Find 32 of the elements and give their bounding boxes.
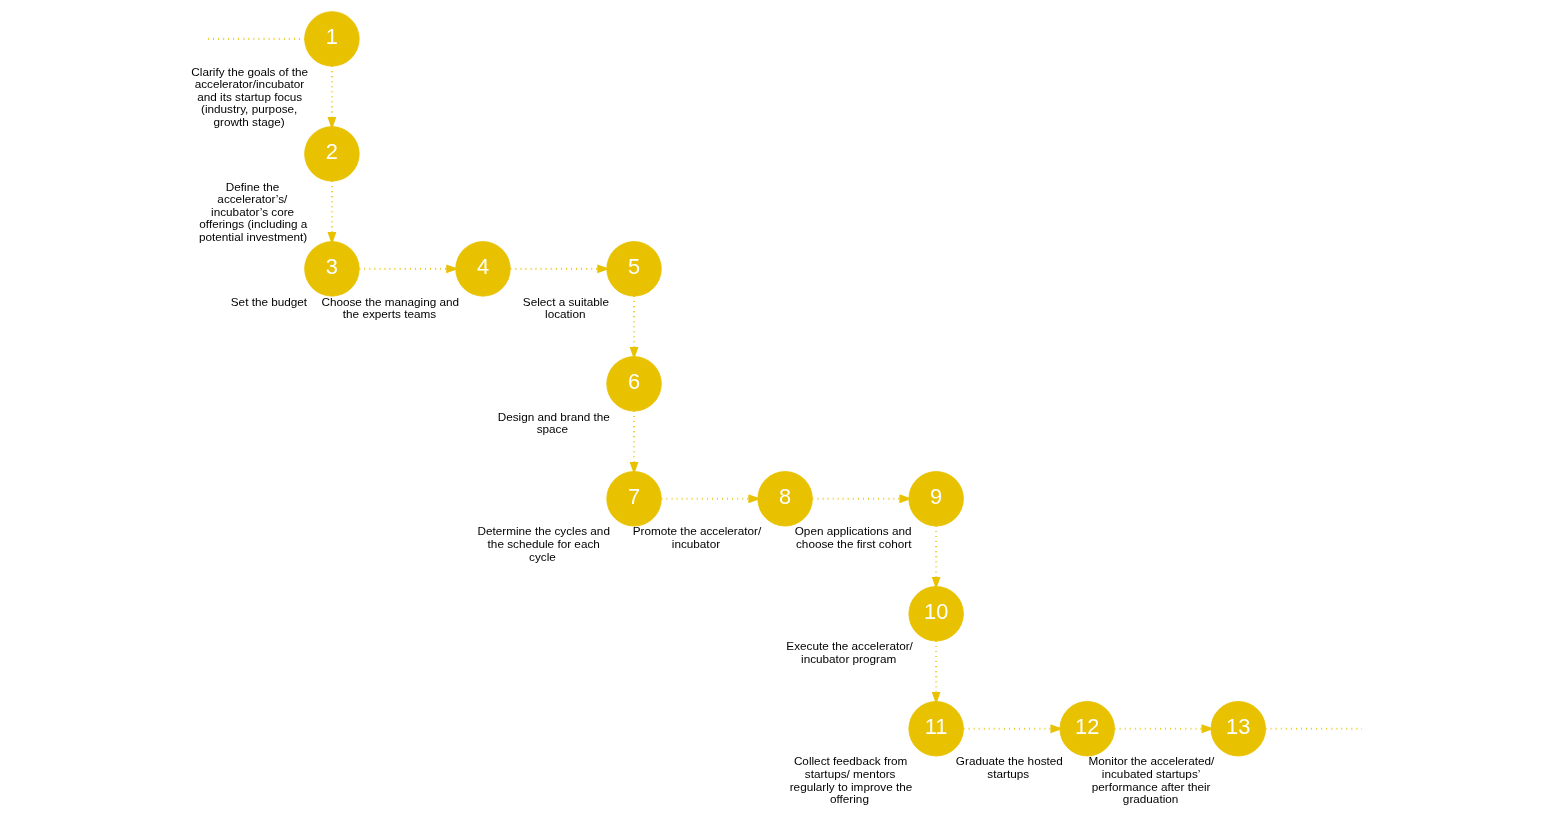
node-label: Select a suitable location [522,294,609,321]
node-label: Graduate the hosted startups [955,754,1063,780]
node-circle: 8 [756,471,813,527]
node-label: Choose the managing and the experts teams [320,294,459,321]
node-label: Open applications and choose the first cohort [794,524,912,551]
node-label: Clarify the goals of the accelerator/incubator and its startup focus (industry, purpose, growth stage) [190,64,308,128]
connector [207,37,305,40]
node-label: Execute the accelerator/ incubator program [785,639,913,666]
node-circle: 12 [1059,701,1115,757]
arrow [629,296,638,360]
node-label: Define the accelerator’s/ incubator’s core offerings (including a potential investment) [198,179,307,243]
node-circle: 13 [1210,701,1266,757]
arrow [358,264,459,274]
node-label: Promote the accelerator/ incubator [632,524,761,551]
node-circle: 11 [907,701,964,757]
node-circle: 10 [907,586,964,642]
node-label: Set the budget [230,294,307,308]
node-label: Monitor the accelerated/ incubated startups’ performance after their graduation [1087,754,1214,806]
arrow [931,641,941,705]
node-circle: 6 [605,356,662,412]
node-circle: 5 [605,241,662,297]
node-circle: 2 [303,126,360,182]
arrow [629,411,638,475]
arrow [1114,724,1214,734]
arrow [931,526,941,590]
node-circle: 7 [605,471,662,527]
node-circle: 1 [303,11,360,67]
node-circle: 9 [907,471,964,527]
node-label: Collect feedback from startups/ mentors regularly to improve the offering [789,754,912,806]
node-label: Design and brand the space [497,409,610,436]
node-label: Determine the cycles and the schedule for each cycle [477,524,610,563]
node-circle: 4 [454,241,511,297]
